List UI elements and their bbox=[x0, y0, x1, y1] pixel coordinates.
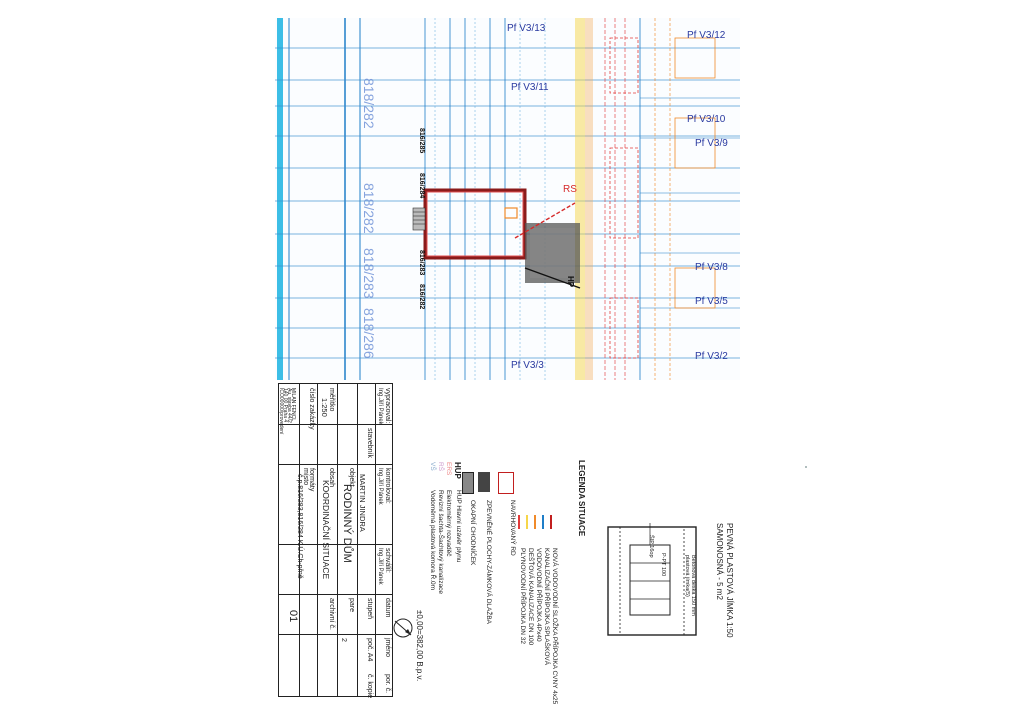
septic-label: P-PT 100 bbox=[660, 553, 666, 577]
plot-label-right: Pf V3/9 bbox=[695, 138, 728, 149]
drawing-number: 01 bbox=[287, 610, 299, 623]
parcel-number: 818/283 bbox=[361, 248, 377, 299]
vypracoval-label: vypracoval: bbox=[384, 388, 391, 424]
legend-swatch bbox=[518, 515, 520, 529]
legend-swatch bbox=[542, 515, 544, 529]
merito-label: měřítko bbox=[328, 388, 335, 412]
plot-label-mid: Pf V3/13 bbox=[507, 23, 546, 34]
scan-speck bbox=[805, 466, 807, 468]
legend-elevation: ±0,00=382,00 B.p.v. bbox=[415, 610, 424, 682]
misto-value: č.p.816/283,816/284 K.Ú.Ch-přně bbox=[296, 474, 303, 579]
marker-rs: RS bbox=[563, 184, 577, 195]
legend-item: OKAPNÍ CHODNÍČEK bbox=[469, 500, 476, 566]
plan-drawing bbox=[275, 18, 740, 380]
lot-number: 816/283 bbox=[418, 250, 425, 276]
lot-number: 816/284 bbox=[418, 173, 425, 199]
kontroloval-value: Ing.Jiří Pánek bbox=[377, 468, 383, 505]
north-arrow-icon bbox=[393, 618, 413, 638]
legend-swatch bbox=[526, 515, 528, 529]
legend-hup: HUP bbox=[453, 462, 462, 479]
legend-item: PLYNOVODNÍ PŘÍPOJKA DN 32 bbox=[519, 548, 526, 644]
legend-vs: VŠ bbox=[429, 462, 436, 471]
legend-item: Revizní šachta-Šachtový kanalizace bbox=[437, 490, 444, 595]
septic-tank-detail: PEVNÁ PLASTOVÁ JÍMKA 1:50 SAMONOSNÁ - 5 … bbox=[596, 495, 736, 655]
parcel-number: 818/282 bbox=[361, 183, 377, 234]
legend-item: NAVRHOVANÝ RD bbox=[509, 500, 516, 556]
septic-note: Betonová deska 150 mm bbox=[690, 555, 696, 616]
parcel-number: 818/282 bbox=[361, 78, 377, 129]
pare-value: 2 bbox=[340, 638, 347, 642]
cislo-zakazky-label: číslo zakázky bbox=[308, 388, 315, 430]
septic-title: PEVNÁ PLASTOVÁ JÍMKA 1:50 bbox=[725, 523, 734, 638]
company-line: IČO00000/provedení bbox=[278, 388, 284, 435]
plot-label-mid: Pf V3/11 bbox=[511, 82, 549, 93]
vypracoval-value: Ing.Jiří Pánek bbox=[377, 388, 383, 425]
stupen-label: stupeň bbox=[366, 598, 373, 620]
plot-label-right: Pf V3/2 bbox=[695, 351, 728, 362]
plot-label-right: Pf V3/8 bbox=[695, 262, 728, 273]
stavebnik-value: MARTIN JINDRA bbox=[358, 474, 367, 532]
septic-note: plastová jímka(5) bbox=[684, 555, 690, 597]
legend-item: Elektroměrný rozvaděč bbox=[445, 490, 452, 557]
legend-rs: RŠ bbox=[437, 462, 444, 472]
legend-item: HUP Hlavní uzávěr plynu bbox=[455, 490, 462, 563]
marker-hp: HP bbox=[566, 276, 575, 288]
schvalil-label: schválil: bbox=[384, 548, 391, 573]
legend-swatch-house bbox=[498, 472, 514, 494]
septic-drawing bbox=[607, 523, 697, 636]
legend-item: NOVÁ VODOVODNÍ SLOŽKA PŘÍPOJKA CVNY 4x25 bbox=[551, 548, 558, 705]
pare-label: pare bbox=[348, 598, 355, 613]
legend-item: Vodoměrná plastová komora Ř.0m bbox=[429, 490, 436, 591]
legend-swatch-walkway bbox=[462, 472, 474, 494]
septic-label: ŠIP 16op bbox=[648, 535, 654, 558]
podpis-label: por. č. bbox=[384, 674, 391, 694]
archivni-label: archivní č. bbox=[328, 598, 335, 630]
objekt-value: RODINNÝ DŮM bbox=[341, 484, 353, 563]
obsah-value: KOORDINAČNÍ SITUACE bbox=[321, 480, 331, 580]
legend-title: LEGENDA SITUACE bbox=[577, 460, 586, 537]
plot-label-right: Pf V3/5 bbox=[695, 296, 728, 307]
jmeno-label: jméno bbox=[384, 638, 391, 658]
legend-swatch bbox=[534, 515, 536, 529]
merito-value: 1:250 bbox=[320, 398, 329, 417]
septic-subtitle: SAMONOSNÁ - 5 m2 bbox=[715, 523, 724, 600]
plot-label-mid: Pf V3/3 bbox=[511, 360, 544, 371]
legend-ers: ERS bbox=[445, 462, 452, 476]
legend-item: VODOVODNÍ PŘÍPOJKA 4Px40 bbox=[535, 548, 542, 642]
kontroloval-label: kontroloval: bbox=[384, 468, 391, 504]
parcel-number: 818/286 bbox=[361, 308, 377, 359]
formaty-label: formáty bbox=[308, 468, 315, 492]
site-plan: Pf V3/13 Pf V3/11 Pf V3/3 Pf V3/12 Pf V3… bbox=[275, 18, 740, 380]
lot-number: 816/285 bbox=[418, 128, 425, 154]
schvalil-value: Ing.Jiří Pánek bbox=[377, 548, 383, 585]
plot-label-right: Pf V3/10 bbox=[687, 114, 726, 125]
legend-item: DEŠŤOVÁ KANALIZACE DN 100 bbox=[527, 548, 534, 646]
misto-label: místo bbox=[302, 468, 309, 486]
legend-swatch bbox=[550, 515, 552, 529]
lot-number: 816/282 bbox=[418, 284, 425, 310]
legend: LEGENDA SITUACE NOVÁ VODOVODNÍ SLOŽKA PŘ… bbox=[415, 460, 590, 704]
legend-item: ZPEVNĚNÉ PLOCHY-ZÁMKOVÁ DLAŽBA bbox=[485, 500, 492, 625]
legend-item: KANALIZAČNÍ PŘÍPOJKA SPLAŠKOVÁ bbox=[543, 548, 550, 666]
stupen-value: poč. A4 bbox=[366, 638, 373, 662]
plot-label-right: Pf V3/12 bbox=[687, 30, 726, 41]
stavebnik-label: stavebník bbox=[366, 428, 373, 458]
datum-label: datum bbox=[384, 598, 391, 618]
kopie-label: č. kopie bbox=[366, 674, 373, 699]
title-block: MILAN FENCL Au. stavba 44/2 140 00 Praha… bbox=[278, 383, 393, 699]
legend-swatch-paving bbox=[478, 472, 490, 492]
